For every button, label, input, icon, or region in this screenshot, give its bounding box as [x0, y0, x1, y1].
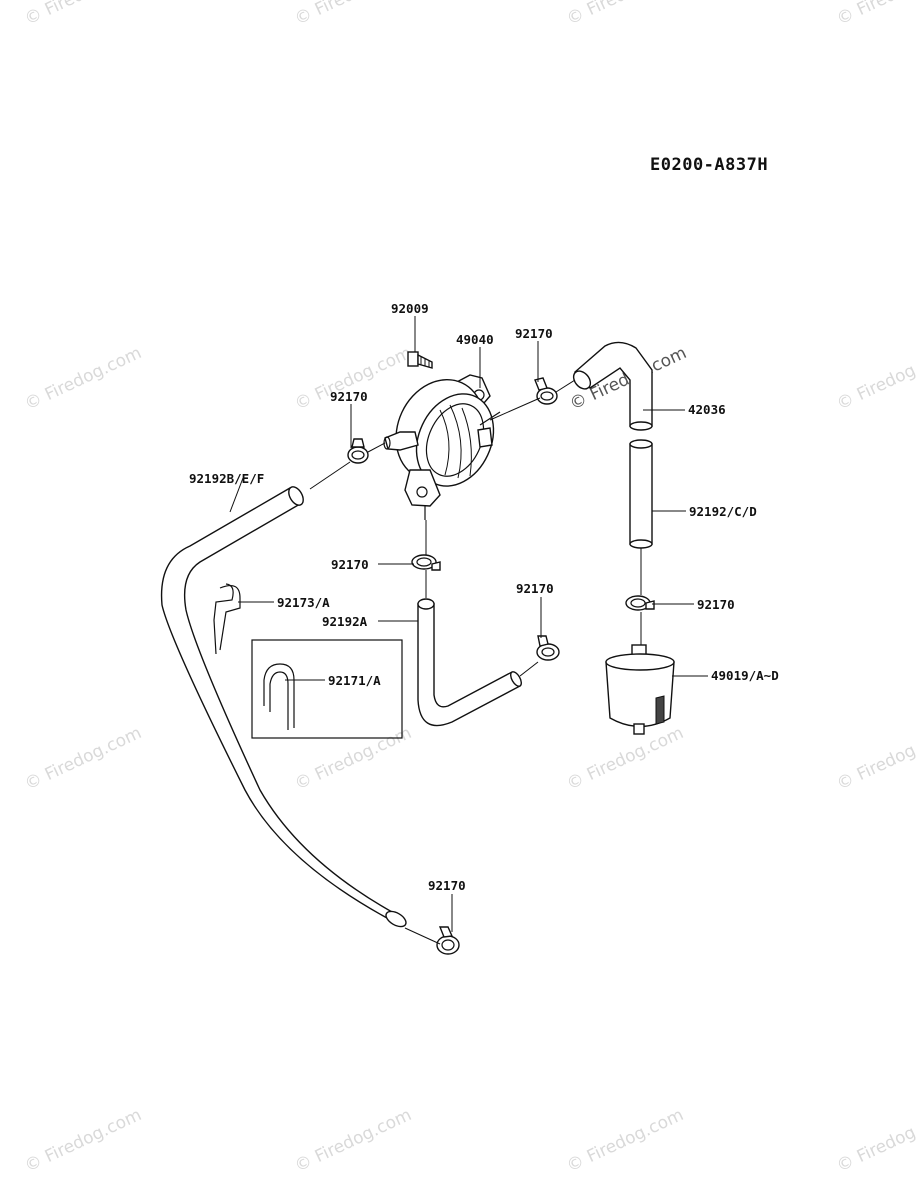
watermark-text: © Firedog.com: [564, 0, 687, 30]
watermark-text: © Firedog.com: [564, 723, 687, 795]
watermark-text: © Firedog.com: [22, 723, 145, 795]
clamp-92170-bottom: [436, 926, 460, 955]
fuel-pump-49040: [383, 374, 501, 520]
part-labels: 92009 49040 92170 92170 42036 92192B/E/F…: [189, 301, 779, 893]
label-92170-right: 92170: [697, 597, 735, 612]
label-92170-top: 92170: [515, 326, 553, 341]
label-92170-bottom: 92170: [428, 878, 466, 893]
hose-92192bef: [160, 486, 407, 928]
clip-92173a: [213, 583, 241, 655]
label-92009: 92009: [391, 301, 429, 316]
label-49019: 49019/A~D: [711, 668, 779, 683]
inset-box: [251, 639, 403, 739]
hose-42036: [572, 341, 653, 431]
watermark-text: © Firedog.com: [22, 1105, 145, 1177]
label-42036: 42036: [688, 402, 726, 417]
label-92192a: 92192A: [322, 614, 368, 629]
clamp-92170-mid: [411, 554, 441, 571]
watermark-text: © Firedog.com: [292, 0, 415, 30]
watermark-text: © Firedog.com: [292, 723, 415, 795]
watermark-text: © Firedog.com: [22, 0, 145, 30]
hose-92192cd: [629, 439, 653, 549]
label-92173a: 92173/A: [277, 595, 330, 610]
clamp-92170-left: [347, 438, 369, 464]
watermark-text: © Firedog.com: [564, 1105, 687, 1177]
clamp-92170-top: [534, 377, 558, 405]
hose-92192a: [417, 598, 522, 727]
watermark-layer: © Firedog.com © Firedog.com © Firedog.co…: [22, 0, 917, 1177]
label-92192bef: 92192B/E/F: [189, 471, 264, 486]
label-92171a: 92171/A: [328, 673, 381, 688]
clamp-92170-right: [625, 595, 655, 611]
label-92170-midright: 92170: [516, 581, 554, 596]
watermark-text: © Firedog.com: [834, 343, 917, 415]
watermark-text: © Firedog.com: [292, 1105, 415, 1177]
label-92192cd: 92192/C/D: [689, 504, 757, 519]
diagram-code: E0200-A837H: [650, 155, 768, 175]
label-92170-mid: 92170: [331, 557, 369, 572]
watermark-text: © Firedog.com: [834, 0, 917, 30]
watermark-text: © Firedog.com: [834, 723, 917, 795]
bolt-92009: [407, 351, 433, 369]
leader-lines: [229, 316, 708, 932]
label-49040: 49040: [456, 332, 494, 347]
clamp-92170-midright: [536, 635, 560, 661]
connection-lines: [309, 379, 642, 945]
fuel-filter-49019: [605, 644, 675, 735]
watermark-text: © Firedog.com: [834, 1105, 917, 1177]
watermark-text: © Firedog.com: [22, 343, 145, 415]
label-92170-left: 92170: [330, 389, 368, 404]
